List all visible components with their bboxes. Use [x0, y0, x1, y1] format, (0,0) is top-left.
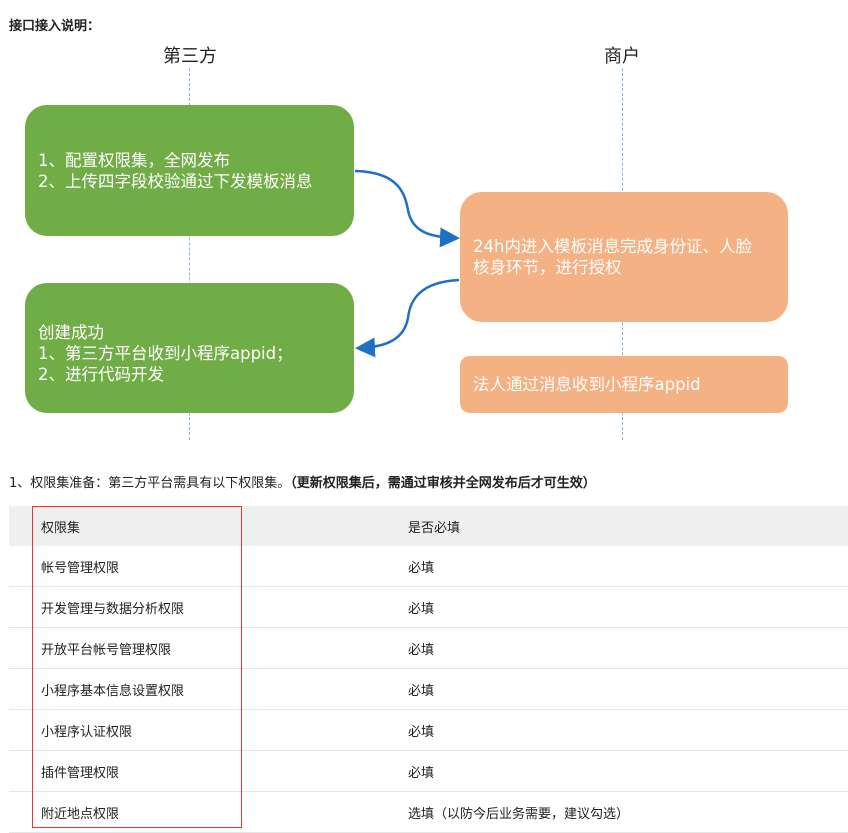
cell-required: 必填	[408, 627, 848, 669]
page-title: 接口接入说明：	[9, 19, 101, 34]
lane-merchant-label: 商户	[604, 46, 640, 67]
arrow-to-merchant	[354, 169, 460, 248]
cell-permission: 插件管理权限	[9, 750, 408, 792]
arrow-to-third-party	[355, 278, 460, 358]
note-bold: （更新权限集后，需通过审核并全网发布后才可生效）	[290, 476, 596, 491]
cell-required: 必填	[408, 709, 848, 751]
table-row: 开放平台帐号管理权限必填	[9, 627, 848, 669]
step-box-authorize: 24h内进入模板消息完成身份证、人脸 核身环节，进行授权	[460, 192, 788, 322]
header-permission: 权限集	[9, 506, 408, 546]
lane-third-party-label: 第三方	[163, 46, 217, 67]
lane-line-third-party	[189, 68, 190, 440]
cell-required: 必填	[408, 546, 848, 587]
table-row: 插件管理权限必填	[9, 750, 848, 792]
step-box-created: 创建成功 1、第三方平台收到小程序appid； 2、进行代码开发	[25, 283, 354, 413]
box-line: 24h内进入模板消息完成身份证、人脸	[473, 237, 752, 256]
cell-permission: 开发管理与数据分析权限	[9, 586, 408, 628]
cell-permission: 小程序认证权限	[9, 709, 408, 751]
cell-permission: 小程序基本信息设置权限	[9, 668, 408, 710]
step-box-configure: 1、配置权限集，全网发布 2、上传四字段校验通过下发模板消息	[25, 105, 354, 236]
header-required: 是否必填	[408, 506, 848, 546]
flow-arrows	[354, 169, 460, 358]
cell-required: 选填（以防今后业务需要，建议勾选）	[408, 791, 848, 833]
box-line: 法人通过消息收到小程序appid	[473, 375, 701, 394]
permission-note: 1、权限集准备：第三方平台需具有以下权限集。（更新权限集后，需通过审核并全网发布…	[9, 472, 596, 491]
table-row: 附近地点权限选填（以防今后业务需要，建议勾选）	[9, 791, 848, 833]
cell-permission: 帐号管理权限	[9, 546, 408, 587]
step-box-receive-appid: 法人通过消息收到小程序appid	[460, 356, 788, 413]
highlight-box	[32, 506, 242, 828]
table-header: 权限集是否必填	[9, 506, 848, 546]
box-line: 1、第三方平台收到小程序appid；	[38, 343, 293, 363]
note-text: 1、权限集准备：第三方平台需具有以下权限集。	[9, 476, 291, 491]
table-row: 开发管理与数据分析权限必填	[9, 586, 848, 628]
box-line: 创建成功	[38, 322, 104, 342]
permission-table: 权限集是否必填 帐号管理权限必填 开发管理与数据分析权限必填 开放平台帐号管理权…	[9, 506, 848, 833]
box-line: 2、进行代码开发	[38, 364, 164, 384]
box-line: 核身环节，进行授权	[473, 258, 622, 277]
table-row: 小程序认证权限必填	[9, 709, 848, 751]
cell-permission: 附近地点权限	[9, 791, 408, 833]
cell-permission: 开放平台帐号管理权限	[9, 627, 408, 669]
table-row: 小程序基本信息设置权限必填	[9, 668, 848, 710]
cell-required: 必填	[408, 586, 848, 628]
cell-required: 必填	[408, 668, 848, 710]
box-line: 1、配置权限集，全网发布	[38, 150, 230, 170]
cell-required: 必填	[408, 750, 848, 792]
box-line: 2、上传四字段校验通过下发模板消息	[38, 171, 313, 191]
table-row: 帐号管理权限必填	[9, 546, 848, 587]
